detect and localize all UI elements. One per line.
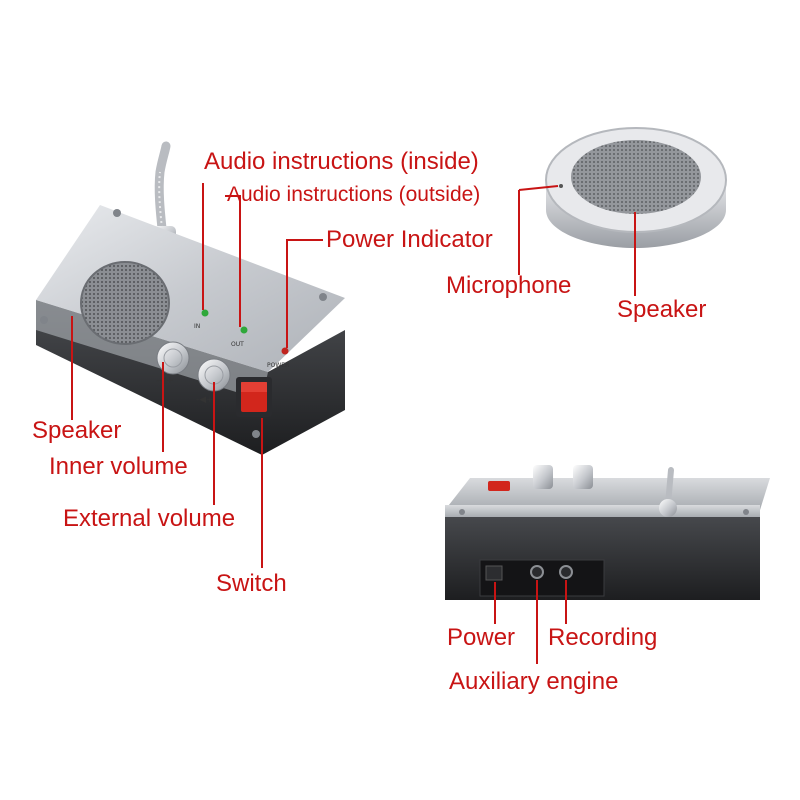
label-recording: Recording — [548, 624, 658, 651]
led-out — [240, 326, 248, 334]
microphone-hole — [559, 184, 563, 188]
label-audio-outside: Audio instructions (outside) — [227, 183, 481, 206]
main-console — [36, 141, 345, 455]
label-speaker-external: Speaker — [617, 296, 707, 323]
panel-mark-power: POWER — [267, 362, 289, 369]
label-switch: Switch — [216, 570, 287, 597]
power-switch[interactable] — [236, 377, 272, 417]
label-power-indicator: Power Indicator — [326, 226, 493, 253]
external-volume-symbol: -◀+ — [196, 395, 214, 405]
label-inner-volume: Inner volume — [49, 453, 188, 480]
rear-panel-unit — [445, 465, 770, 600]
label-speaker-internal: Speaker — [32, 417, 122, 444]
label-microphone: Microphone — [446, 272, 572, 299]
inner-volume-knob[interactable] — [156, 341, 190, 375]
console-speaker-grille — [80, 261, 170, 345]
inner-volume-symbol: -◀+ — [156, 376, 174, 386]
power-jack — [485, 565, 503, 581]
recording-jack — [559, 565, 573, 579]
auxiliary-jack — [530, 565, 544, 579]
led-power — [281, 347, 289, 355]
label-auxiliary-engine: Auxiliary engine — [449, 668, 619, 695]
panel-mark-in: IN — [194, 323, 200, 330]
external-speaker-grille — [571, 140, 701, 214]
label-power: Power — [447, 624, 516, 651]
leader-lines — [71, 183, 636, 664]
led-in — [201, 309, 209, 317]
label-audio-inside: Audio instructions (inside) — [204, 148, 479, 175]
panel-mark-out: OUT — [231, 341, 244, 348]
label-external-volume: External volume — [63, 505, 236, 532]
